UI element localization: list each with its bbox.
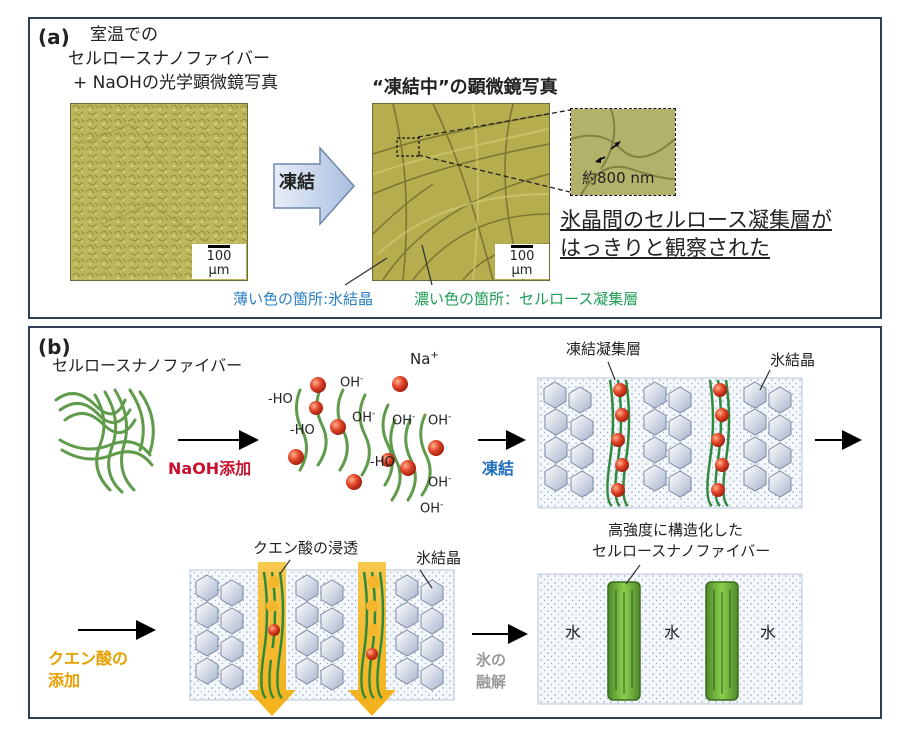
final-structure-block: [537, 573, 803, 705]
citric-add-label-2: 添加: [48, 671, 81, 690]
final-label-2: セルロースナノファイバー: [592, 542, 771, 560]
oh-label-5: OH-: [392, 412, 416, 429]
oh-label-1: OH-: [340, 374, 364, 391]
oh-label-7: -HO: [370, 455, 395, 470]
scale-bar-2-label: 100 μm: [509, 249, 535, 279]
process-diagram: [54, 361, 862, 716]
melt-label-2: 融解: [476, 673, 507, 691]
cnf-label: セルロースナノファイバー: [52, 356, 243, 375]
oh-label-9: OH-: [420, 500, 444, 517]
frozen-aggregate-block: [537, 377, 803, 509]
caption-freezing-micrograph: “凍結中”の顕微鏡写真: [372, 77, 558, 98]
naoh-fibers-icon: [295, 383, 432, 502]
oh-label-4: -HO: [290, 423, 315, 438]
freeze-arrow-label: 凍結: [279, 172, 315, 193]
panel-a-label: (a): [38, 25, 70, 49]
legend-pointers: [344, 244, 433, 286]
observation-line-1: 氷晶間のセルロース凝集層が: [560, 208, 832, 232]
cnf-bundle-icon: [54, 388, 155, 494]
legend-dark-areas: 濃い色の箇所：セルロース凝集層: [414, 290, 639, 308]
panel-b-label: (b): [38, 335, 71, 359]
zoom-connector: [417, 109, 571, 193]
micrograph-freezing: [372, 103, 550, 281]
sodium-ion-label: Na+: [410, 350, 439, 368]
caption-room-temp-3: + NaOHの光学顕微鏡写真: [73, 73, 278, 93]
oh-label-2: -HO: [268, 392, 293, 407]
scale-bar-1: 100 μm: [192, 244, 246, 279]
water-label-1: 水: [565, 623, 582, 642]
scale-bar-2: 100 μm: [495, 244, 549, 279]
melt-label-1: 氷の: [476, 651, 507, 669]
caption-room-temp-1: 室温での: [90, 25, 158, 45]
oh-label-8: OH-: [428, 474, 452, 491]
freeze-label: 凍結: [482, 459, 515, 478]
oh-label-6: OH-: [428, 412, 452, 429]
water-label-2: 水: [664, 623, 681, 642]
zoom-inset: [570, 108, 676, 196]
final-label-1: 高強度に構造化した: [608, 521, 744, 539]
scale-bar-1-label: 100 μm: [206, 249, 232, 279]
naoh-add-label: NaOH添加: [168, 459, 252, 478]
legend-light-areas: 薄い色の箇所:氷結晶: [233, 290, 374, 308]
citric-acid-block: [189, 562, 455, 716]
freeze-arrow: [273, 146, 356, 226]
oh-label-3: OH-: [352, 409, 376, 426]
observation-line-2: はっきりと観察された: [560, 236, 770, 260]
citric-add-label-1: クエン酸の: [48, 649, 129, 668]
ice-crystal-label: 氷結晶: [770, 351, 816, 369]
citric-infiltration-label: クエン酸の浸透: [253, 539, 359, 557]
zoom-size-label: 約800 nm: [582, 169, 655, 187]
water-label-3: 水: [760, 623, 777, 642]
sodium-ions-icon: [288, 376, 444, 490]
caption-room-temp-2: セルロースナノファイバー: [68, 49, 270, 69]
ice-crystal-label-2: 氷結晶: [416, 549, 462, 567]
freeze-layer-label: 凍結凝集層: [566, 340, 642, 358]
